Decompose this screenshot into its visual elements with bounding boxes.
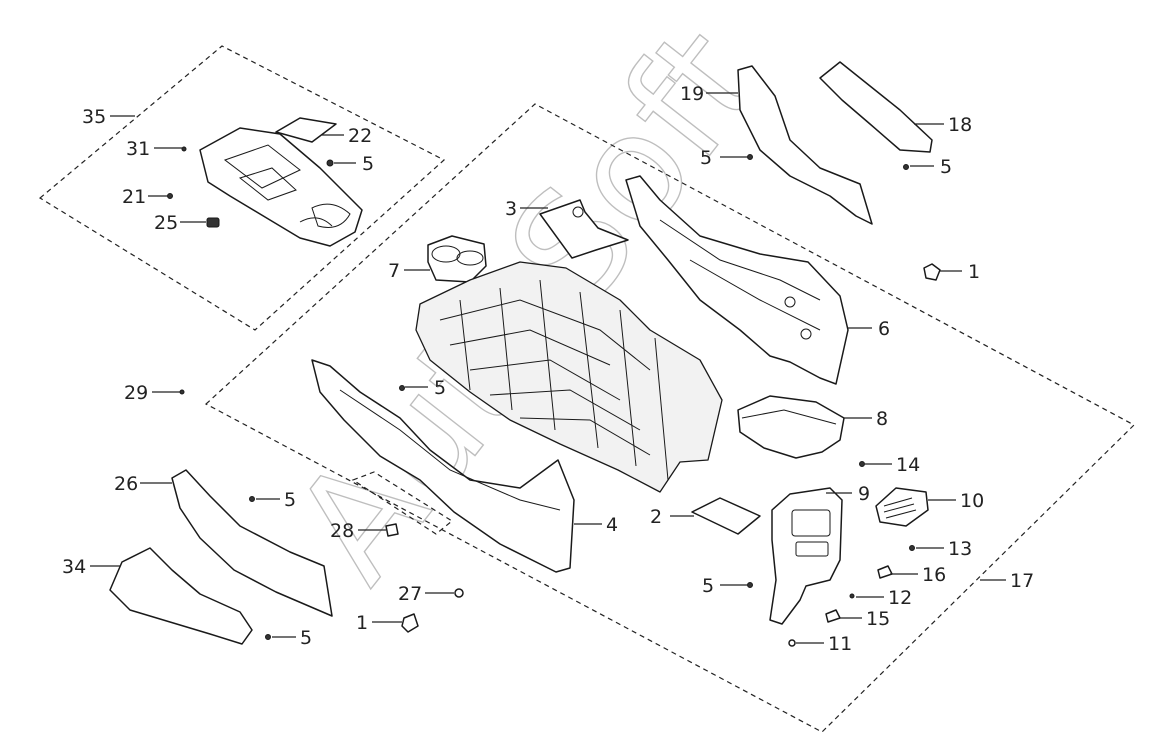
part-26-trim <box>171 469 333 617</box>
group-35-boundary <box>38 45 446 331</box>
callout-4: 4 <box>606 514 618 536</box>
part-3-cover <box>539 199 629 259</box>
callout-5-g: 5 <box>300 627 312 649</box>
callout-2: 2 <box>650 506 662 528</box>
callout-26: 26 <box>114 473 138 495</box>
callout-35: 35 <box>82 106 106 128</box>
part-27-bolt <box>454 588 464 598</box>
part-5-screw-a <box>326 159 334 167</box>
callout-3: 3 <box>505 198 517 220</box>
callout-13: 13 <box>948 538 972 560</box>
part-console-top-trim <box>199 127 363 247</box>
part-5-screw-d <box>747 582 753 588</box>
callout-27: 27 <box>398 583 422 605</box>
part-8-armrest <box>737 395 845 459</box>
part-14-screw <box>859 461 865 467</box>
callout-29: 29 <box>124 382 148 404</box>
callout-5-f: 5 <box>702 575 714 597</box>
callout-12: 12 <box>888 587 912 609</box>
callout-25: 25 <box>154 212 178 234</box>
callout-5-b: 5 <box>700 147 712 169</box>
part-31-screw <box>181 146 187 152</box>
part-16-cap <box>877 565 893 579</box>
callout-14: 14 <box>896 454 920 476</box>
part-25-clip <box>206 217 220 228</box>
group-17-boundary <box>204 103 1136 733</box>
part-4-side-panel <box>311 359 575 573</box>
part-1-bracket-b <box>401 613 419 633</box>
callout-10: 10 <box>960 490 984 512</box>
callout-18: 18 <box>948 114 972 136</box>
part-12-clip <box>849 593 855 599</box>
part-15-cap <box>825 609 841 623</box>
callout-1-b: 1 <box>356 612 368 634</box>
part-5-screw-e <box>399 385 405 391</box>
callout-7: 7 <box>388 260 400 282</box>
part-29-screw <box>179 389 185 395</box>
part-5-screw-b <box>747 154 753 160</box>
part-1-bracket-a <box>923 263 941 281</box>
callout-9: 9 <box>858 483 870 505</box>
callout-5-d: 5 <box>434 377 446 399</box>
callout-6: 6 <box>878 318 890 340</box>
callout-labels: 35 31 22 5 21 25 19 18 5 5 3 7 1 6 5 29 … <box>62 83 1034 655</box>
part-5-screw-g <box>265 634 271 640</box>
part-22-pad <box>275 117 337 143</box>
part-5-screw-c <box>903 164 909 170</box>
callout-1-a: 1 <box>968 261 980 283</box>
callout-5-c: 5 <box>940 156 952 178</box>
callout-11: 11 <box>828 633 852 655</box>
part-34-trim <box>109 547 253 645</box>
leader-lines <box>90 92 1006 644</box>
part-28-clip <box>385 523 399 537</box>
callout-5-a: 5 <box>362 153 374 175</box>
callout-22: 22 <box>348 125 372 147</box>
callout-28: 28 <box>330 520 354 542</box>
part-13-clip <box>909 545 915 551</box>
part-6-side-panel <box>625 175 849 385</box>
part-19-trim <box>737 65 873 225</box>
callout-8: 8 <box>876 408 888 430</box>
callout-34: 34 <box>62 556 86 578</box>
part-21-screw <box>167 193 173 199</box>
callout-19: 19 <box>680 83 704 105</box>
callout-31: 31 <box>126 138 150 160</box>
callout-17: 17 <box>1010 570 1034 592</box>
callout-5-e: 5 <box>284 489 296 511</box>
part-2-plate <box>691 497 761 535</box>
callout-15: 15 <box>866 608 890 630</box>
part-11-clip <box>788 639 796 647</box>
part-18-trim <box>819 61 933 153</box>
part-console-body <box>415 261 723 493</box>
part-5-screw-f <box>249 496 255 502</box>
callout-16: 16 <box>922 564 946 586</box>
callout-21: 21 <box>122 186 146 208</box>
